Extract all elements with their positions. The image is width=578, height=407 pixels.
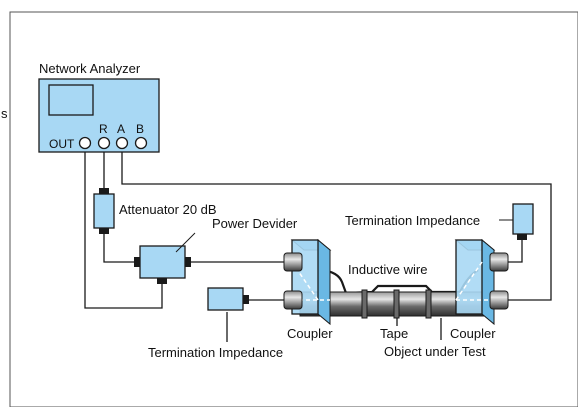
port-b-label: B — [136, 122, 144, 136]
termination-bottom-label: Termination Impedance — [148, 345, 283, 360]
port-b-connector — [134, 136, 148, 150]
port-out-connector — [78, 136, 92, 150]
wire-a-to-right-coupler — [121, 144, 552, 301]
power-divider-leader — [175, 232, 196, 253]
power-divider-label: Power Devider — [212, 216, 298, 231]
wire-termination-top — [508, 238, 523, 263]
port-a-connector — [115, 136, 129, 150]
edge-text: s — [1, 106, 8, 121]
termination-load-icon — [512, 203, 534, 240]
figure-frame — [9, 11, 578, 407]
power-divider-icon — [134, 245, 191, 284]
termination-top-label: Termination Impedance — [345, 213, 480, 228]
network-analyzer-label: Network Analyzer — [39, 61, 141, 76]
termination-load-icon-bottom — [207, 287, 249, 311]
tape-band-3 — [425, 289, 432, 319]
coupler-icon-right — [454, 238, 509, 326]
inductive-wire-label: Inductive wire — [348, 262, 427, 277]
port-a-label: A — [117, 122, 125, 136]
wiring — [84, 144, 552, 342]
attenuator-label: Attenuator 20 dB — [119, 202, 217, 217]
tape-band-1 — [361, 289, 368, 319]
coupler-icon — [283, 238, 332, 326]
tape-label: Tape — [380, 326, 408, 341]
attenuator-icon — [93, 188, 115, 234]
coupler-right-label: Coupler — [450, 326, 496, 341]
port-r-label: R — [99, 122, 108, 136]
tape-band-2 — [393, 289, 400, 319]
analyzer-screen — [48, 84, 94, 116]
wire-attenuator-to-divider — [103, 232, 135, 263]
network-analyzer-icon — [38, 78, 160, 153]
port-r-connector — [97, 136, 111, 150]
wire-out-to-divider — [84, 144, 163, 309]
object-under-test-label: Object under Test — [384, 344, 486, 359]
coupler-left-label: Coupler — [287, 326, 333, 341]
port-out-label: OUT — [49, 137, 75, 151]
